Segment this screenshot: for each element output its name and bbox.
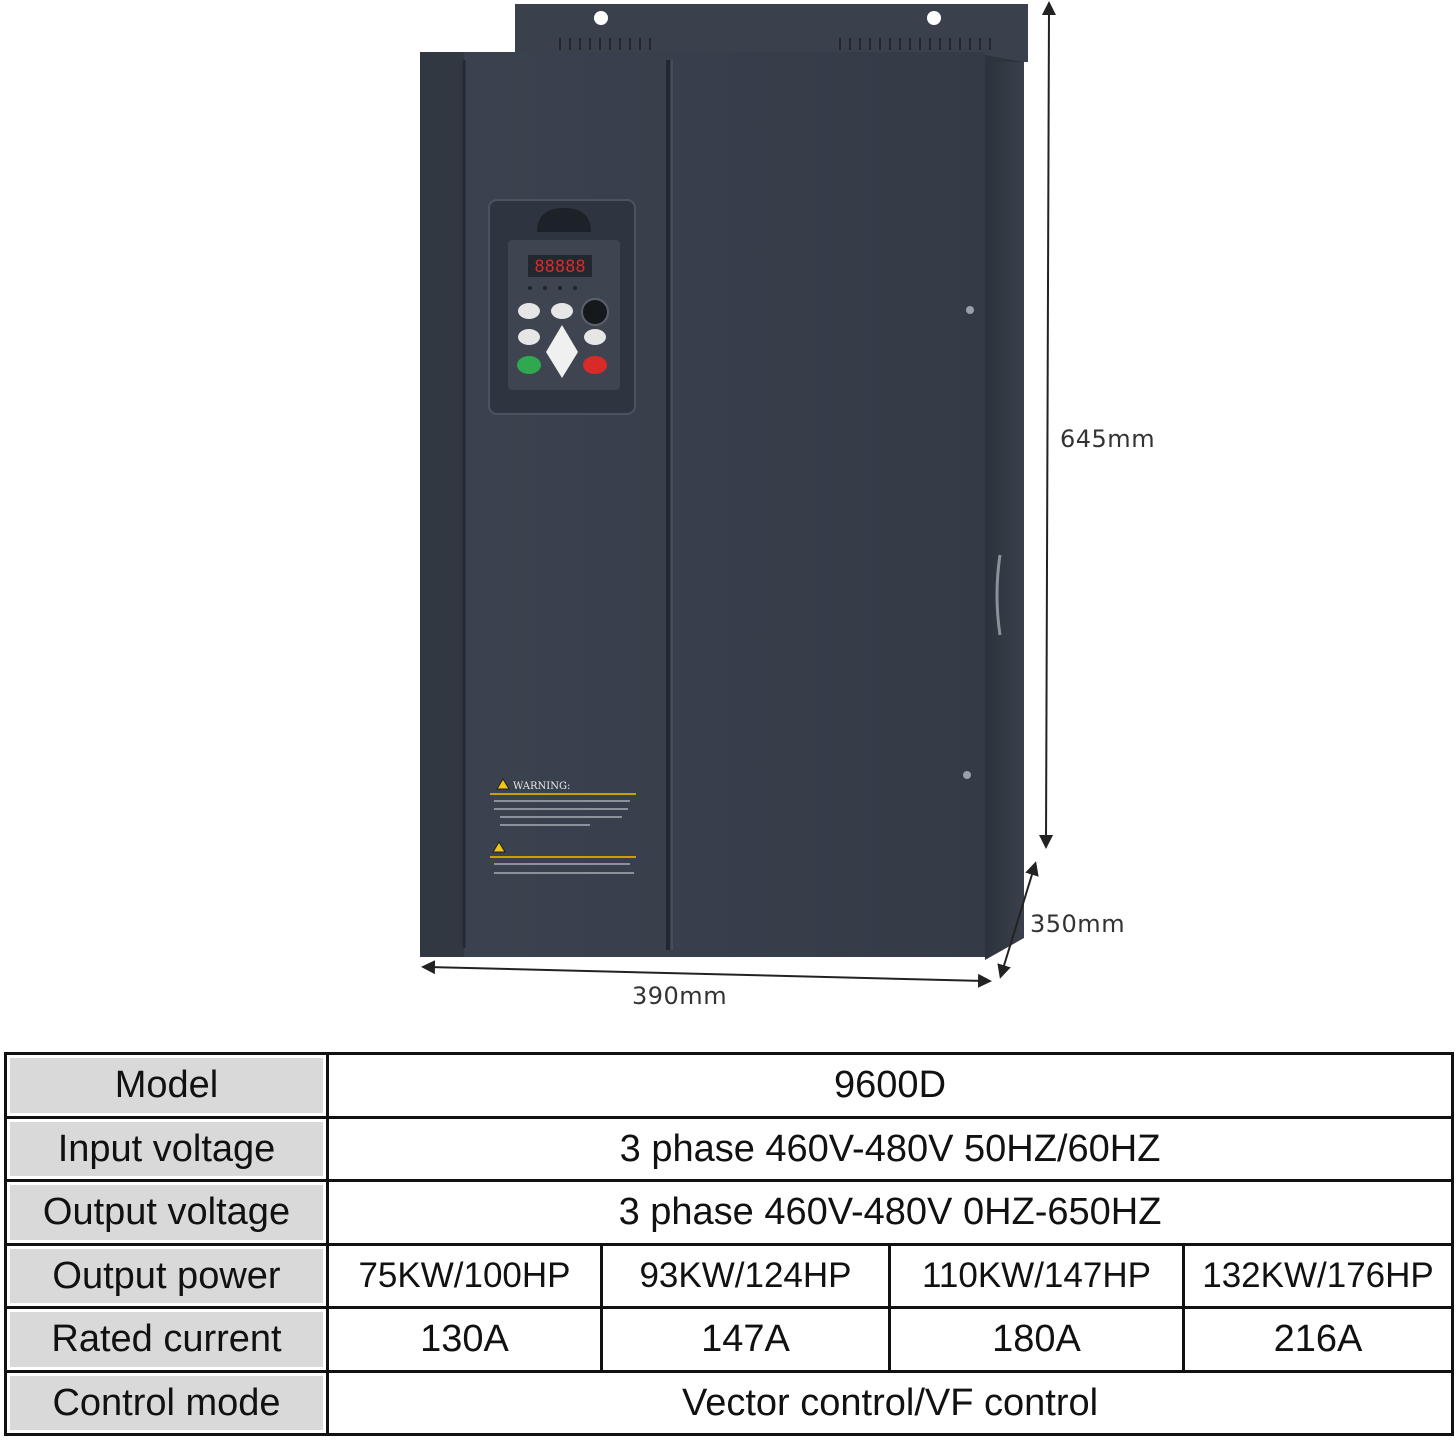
warning-triangle-icon <box>492 841 506 853</box>
depth-dimension-arrow <box>997 861 1039 979</box>
run-button[interactable] <box>517 356 541 374</box>
enter-button[interactable] <box>518 329 540 345</box>
warning-label: WARNING: <box>490 778 636 874</box>
row-label-rated-current: Rated current <box>4 1306 329 1373</box>
table-row: Output power 75KW/100HP 93KW/124HP 110KW… <box>4 1242 1455 1309</box>
row-label-model: Model <box>4 1052 329 1119</box>
rated-current-cell: 180A <box>888 1306 1185 1373</box>
front-cover <box>420 52 985 957</box>
table-row: Control mode Vector control/VF control <box>4 1369 1455 1436</box>
rated-current-cell: 130A <box>326 1306 603 1373</box>
warning-triangle-icon <box>496 778 510 790</box>
output-power-cell: 93KW/124HP <box>600 1242 891 1309</box>
width-dimension-label: 390mm <box>632 982 728 1010</box>
up-down-arrow-icon[interactable] <box>546 325 578 378</box>
height-dimension-arrow <box>1039 1 1056 849</box>
spec-table: Model 9600D Input voltage 3 phase 460V-4… <box>4 1052 1455 1436</box>
output-power-cell: 132KW/176HP <box>1181 1242 1455 1309</box>
control-keypad: 88888 <box>488 199 636 415</box>
screw-icon <box>966 306 974 314</box>
depth-dimension-label: 350mm <box>1030 910 1126 938</box>
table-row: Rated current 130A 147A 180A 216A <box>4 1306 1455 1373</box>
output-power-cell: 110KW/147HP <box>888 1242 1185 1309</box>
rated-current-cell: 147A <box>600 1306 891 1373</box>
table-row: Input voltage 3 phase 460V-480V 50HZ/60H… <box>4 1115 1455 1182</box>
model-value: 9600D <box>325 1052 1455 1119</box>
led-display-digits: 88888 <box>534 257 585 277</box>
table-row: Model 9600D <box>4 1052 1455 1119</box>
input-voltage-value: 3 phase 460V-480V 50HZ/60HZ <box>325 1115 1455 1182</box>
stop-button[interactable] <box>583 356 607 374</box>
row-label-output-power: Output power <box>4 1242 329 1309</box>
height-dimension-label: 645mm <box>1060 425 1156 453</box>
func-button[interactable] <box>584 329 606 345</box>
output-power-cell: 75KW/100HP <box>326 1242 603 1309</box>
speed-knob-icon[interactable] <box>581 298 609 326</box>
rated-current-cell: 216A <box>1181 1306 1455 1373</box>
product-illustration: 88888 WARNING: <box>420 1 1056 988</box>
side-panel <box>985 55 1024 960</box>
prg-button[interactable] <box>518 303 540 319</box>
row-label-input-voltage: Input voltage <box>4 1115 329 1182</box>
width-dimension-arrow <box>421 960 992 988</box>
control-mode-value: Vector control/VF control <box>325 1369 1455 1436</box>
output-voltage-value: 3 phase 460V-480V 0HZ-650HZ <box>325 1179 1455 1246</box>
screw-icon <box>963 771 971 779</box>
row-label-control-mode: Control mode <box>4 1369 329 1436</box>
shift-button[interactable] <box>551 303 573 319</box>
warning-title: WARNING: <box>513 781 570 792</box>
table-row: Output voltage 3 phase 460V-480V 0HZ-650… <box>4 1179 1455 1246</box>
led-display <box>528 255 592 277</box>
row-label-output-voltage: Output voltage <box>4 1179 329 1246</box>
